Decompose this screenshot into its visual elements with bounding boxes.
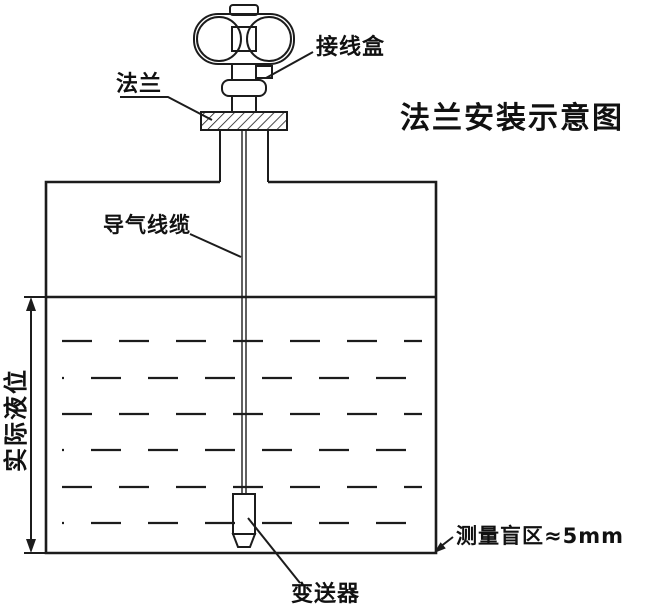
blind-zone-arrowhead	[434, 542, 446, 553]
transmitter-housing	[193, 13, 295, 65]
leader-transmitter-probe	[247, 517, 301, 584]
probe	[231, 493, 257, 548]
label-flange: 法兰	[116, 71, 162, 97]
leader-air-cable	[189, 233, 242, 258]
transmitter-left-cover	[196, 16, 242, 62]
leader-lines	[120, 51, 454, 584]
transmitter-head	[193, 4, 295, 113]
process-adapter-upper	[221, 79, 267, 97]
transmitter-neck	[231, 63, 257, 81]
probe-tip	[231, 533, 257, 548]
transmitter-right-cover	[246, 16, 292, 62]
label-blind-zone: 测量盲区≈5mm	[456, 524, 624, 548]
level-dimension: 实际液位	[2, 296, 46, 554]
dimension-arrow-up	[26, 297, 36, 311]
guide-cable	[241, 130, 247, 494]
transmitter-display	[231, 26, 257, 52]
page-title: 法兰安装示意图	[400, 101, 624, 136]
leader-junction-box	[265, 51, 314, 79]
label-actual-level: 实际液位	[2, 368, 30, 472]
process-adapter-lower	[231, 95, 257, 113]
cable-gland	[255, 65, 273, 79]
probe-body	[232, 493, 256, 535]
tank-outline	[44, 180, 438, 555]
label-junction-box: 接线盒	[316, 34, 385, 60]
dimension-arrow-down	[26, 539, 36, 553]
label-air-cable: 导气线缆	[103, 213, 191, 237]
leader-flange	[120, 96, 213, 121]
label-transmitter-probe: 变送器	[291, 581, 360, 607]
flange-plate	[200, 111, 288, 131]
